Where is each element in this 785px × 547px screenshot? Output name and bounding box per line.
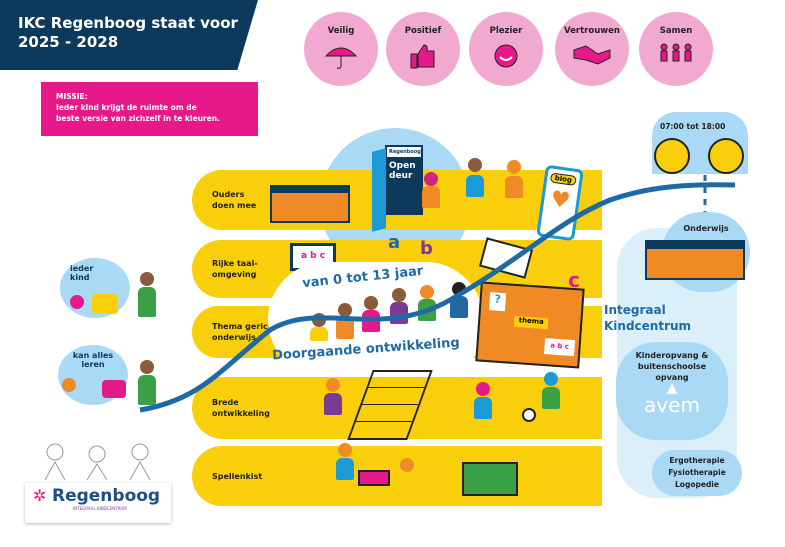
- child-figure: [324, 393, 342, 415]
- care-line: Kinderopvang &: [635, 351, 709, 360]
- header-banner: IKC Regenboog staat voor 2025 - 2028: [0, 0, 258, 70]
- row-label: ontwikkeling: [212, 409, 270, 418]
- row-spellenkist: Spellenkist: [192, 446, 602, 506]
- value-plezier: Plezier: [469, 12, 543, 86]
- child-figure: [336, 317, 354, 339]
- logo-subtitle: INTEGRAAL KINDCENTRUM: [73, 506, 127, 511]
- school-illustration: [270, 185, 350, 223]
- bird-icon: ▲: [666, 380, 678, 396]
- value-label: Samen: [659, 26, 693, 36]
- door-logo: Regenboog: [387, 147, 421, 157]
- ikc-line: Kindcentrum: [604, 319, 692, 333]
- value-label: Positief: [404, 26, 442, 36]
- value-label: Vertrouwen: [564, 26, 620, 36]
- game-box-icon: [462, 462, 518, 496]
- handshake-icon: [573, 45, 611, 65]
- row-label: omgeving: [212, 270, 257, 279]
- mission-box: MISSIE: Ieder kind krijgt de ruimte om d…: [41, 82, 258, 136]
- care-line: opvang: [655, 373, 689, 382]
- value-vertrouwen: Vertrouwen: [555, 12, 629, 86]
- education-label: Onderwijs: [683, 224, 729, 233]
- row-label: Brede: [212, 398, 239, 407]
- child-figure: [450, 296, 468, 318]
- open-door-text: deur: [389, 171, 413, 181]
- logo-star-icon: ✲: [33, 486, 47, 505]
- smiley-icon: [494, 44, 518, 68]
- bubble-text: kind: [70, 273, 90, 282]
- row-label: Rijke taal-: [212, 259, 258, 268]
- puzzle-piece-icon: [92, 294, 118, 314]
- childcare-bubble: Kinderopvang & buitenschoolse opvang ▲ a…: [616, 342, 728, 440]
- value-positief: Positief: [386, 12, 460, 86]
- value-label: Veilig: [327, 26, 355, 36]
- hours-label: 07:00 tot 18:00: [660, 122, 726, 131]
- row-label: Spellenkist: [212, 471, 263, 481]
- value-label: Plezier: [489, 26, 523, 36]
- bubble-text: leren: [81, 360, 105, 369]
- bubble-text: ieder: [70, 264, 94, 273]
- value-samen: Samen: [639, 12, 713, 86]
- mission-text-2: beste versie van zichzelf in te kleuren.: [56, 114, 220, 123]
- row-label: Ouders: [212, 190, 245, 199]
- child-figure: [422, 186, 440, 208]
- mission-text-1: Ieder kind krijgt de ruimte om de: [56, 103, 197, 112]
- open-door: Regenboog Open deur: [385, 145, 423, 215]
- ikc-line: Integraal: [604, 303, 666, 317]
- school-building-icon: [645, 240, 745, 280]
- letter-c: c: [568, 268, 580, 292]
- umbrella-icon: [324, 47, 358, 69]
- row-label: doen mee: [212, 201, 257, 210]
- therapy-line: Fysiotherapie: [668, 468, 726, 477]
- game-board: [358, 470, 390, 486]
- care-line: buitenschoolse: [637, 362, 707, 371]
- regenboog-logo: ✲ Regenboog INTEGRAAL KINDCENTRUM: [25, 483, 171, 523]
- child-figure: [336, 458, 354, 480]
- puzzle-piece-icon: [102, 380, 126, 398]
- therapy-line: Ergotherapie: [669, 456, 725, 465]
- open-door-text: Open: [389, 161, 416, 171]
- row-label: onderwijs: [212, 333, 256, 342]
- adult-figure: [138, 287, 156, 317]
- title-line-1: IKC Regenboog staat voor: [18, 14, 238, 32]
- title-line-2: 2025 - 2028: [18, 33, 119, 51]
- logo-name: Regenboog: [51, 486, 161, 506]
- clock-icon: [654, 138, 690, 174]
- adult-figure: [138, 375, 156, 405]
- sketch-children: [44, 443, 151, 481]
- mission-heading: MISSIE:: [56, 92, 88, 101]
- child-figure: [398, 473, 416, 495]
- ball-icon: [522, 408, 536, 422]
- therapy-line: Logopedie: [675, 480, 719, 489]
- child-figure: [474, 397, 492, 419]
- therapy-bubble: Ergotherapie Fysiotherapie Logopedie: [652, 450, 742, 496]
- child-figure: [542, 387, 560, 409]
- bubble-text: kan alles: [72, 351, 114, 360]
- letter-b: b: [420, 238, 433, 259]
- people-icon: [660, 43, 692, 62]
- parent-figure: [505, 176, 523, 198]
- clock-icon: [708, 138, 744, 174]
- value-veilig: Veilig: [304, 12, 378, 86]
- avem-logo: avem: [644, 393, 700, 417]
- thumbs-up-icon: [410, 44, 435, 69]
- letter-a: a: [388, 232, 401, 253]
- parent-figure: [466, 175, 484, 197]
- row-label: Thema gericht: [212, 322, 278, 331]
